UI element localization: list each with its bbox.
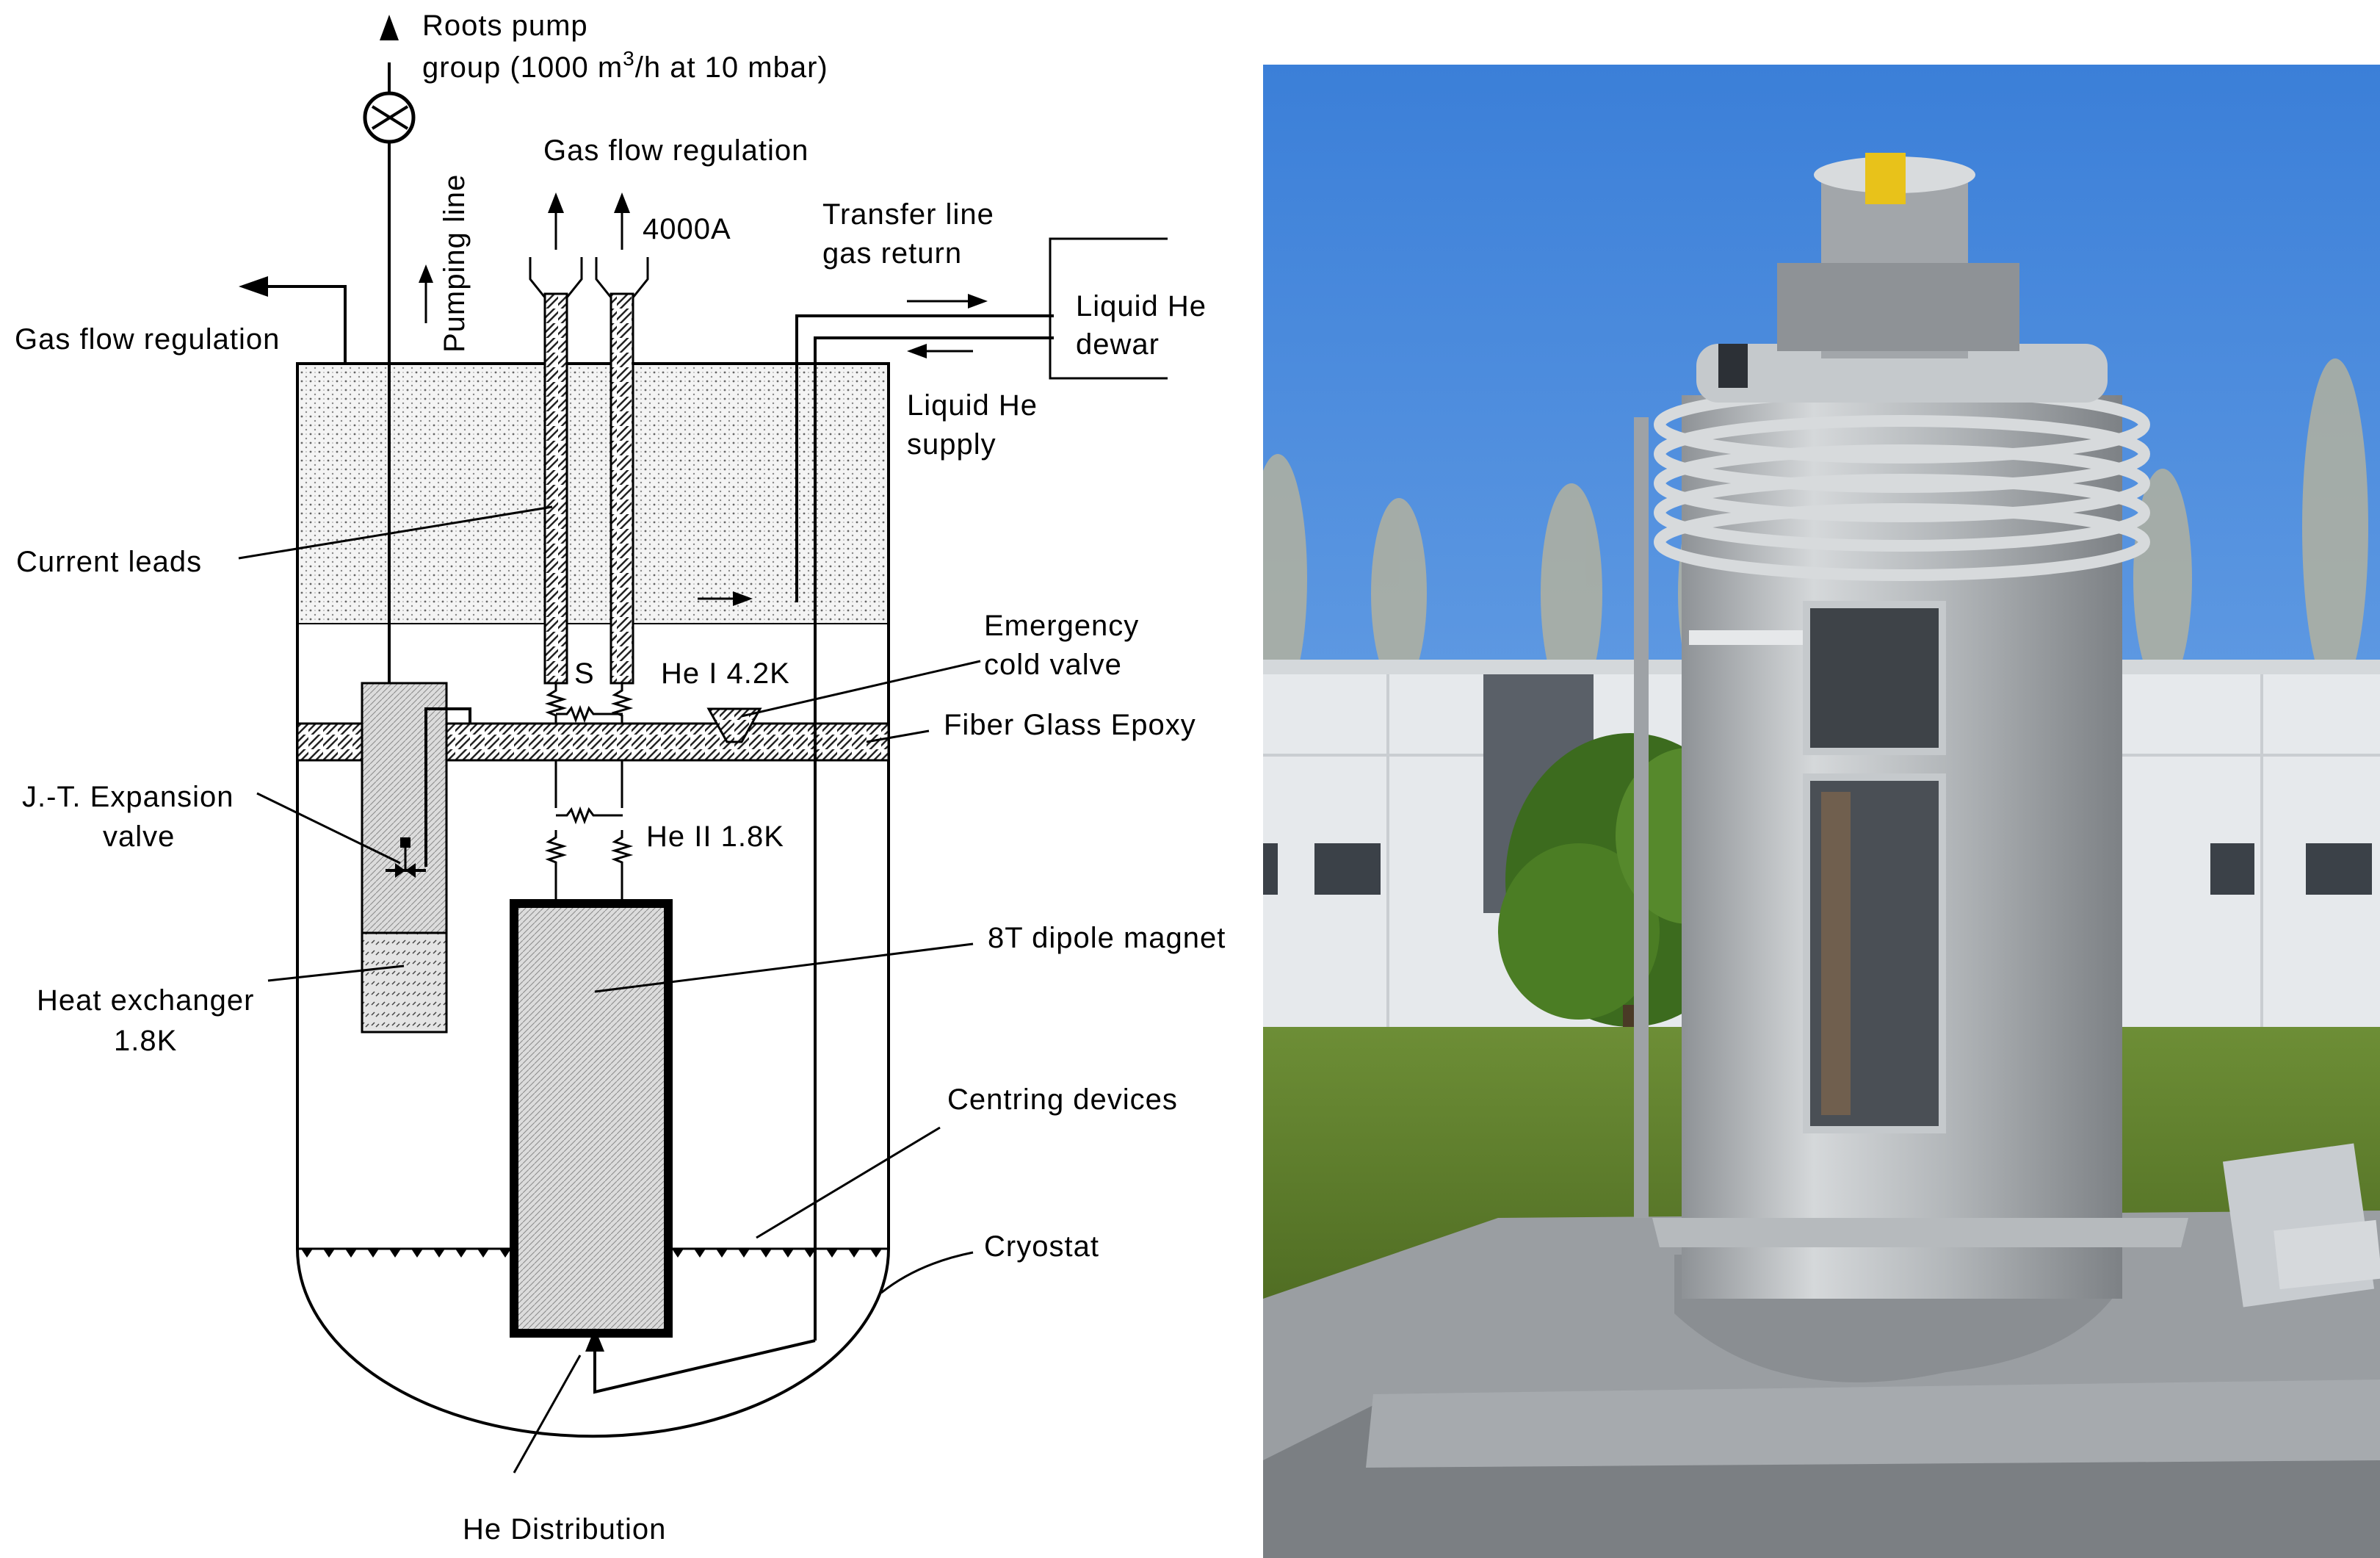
label-transfer-line-1: Transfer line xyxy=(822,198,994,231)
label-supply-2: supply xyxy=(907,428,997,461)
info-sign xyxy=(2274,1219,2380,1290)
emergency-cold-valve xyxy=(706,707,762,743)
cryostat-cylinder xyxy=(1634,153,2188,1382)
label-cryostat: Cryostat xyxy=(984,1230,1099,1263)
label-fiber-glass: Fiber Glass Epoxy xyxy=(944,709,1196,741)
leader-lines xyxy=(238,505,981,1474)
label-gas-flow-left: Gas flow regulation xyxy=(15,323,280,356)
gas-flow-outlet-left xyxy=(239,276,347,364)
label-he1: He I 4.2K xyxy=(661,657,790,690)
label-emergency-1: Emergency xyxy=(984,610,1139,642)
label-magnet: 8T dipole magnet xyxy=(988,922,1226,954)
label-hx-2: 1.8K xyxy=(114,1025,177,1057)
label-dewar-2: dewar xyxy=(1076,328,1160,361)
cryostat-schematic: Roots pump group (1000 m3/h at 10 mbar) … xyxy=(15,10,1226,1546)
label-supply-1: Liquid He xyxy=(907,389,1038,422)
diagram-labels: Roots pump group (1000 m3/h at 10 mbar) … xyxy=(15,10,1226,1546)
label-jt-1: J.-T. Expansion xyxy=(22,781,234,813)
heat-exchanger-column xyxy=(361,682,471,1034)
pumping-line xyxy=(363,15,433,683)
label-roots-pump-1: Roots pump xyxy=(422,10,588,42)
transfer-line xyxy=(585,294,1054,1394)
label-roots-pump-2: group (1000 m3/h at 10 mbar) xyxy=(422,47,828,84)
current-leads xyxy=(529,192,649,921)
label-s: S xyxy=(574,657,595,690)
liquid-he-dewar xyxy=(1049,237,1168,380)
label-transfer-line-2: gas return xyxy=(822,237,962,270)
label-jt-2: valve xyxy=(103,821,175,853)
cryostat-photo xyxy=(1263,65,2380,1558)
dipole-magnet xyxy=(510,899,673,1338)
label-dewar-1: Liquid He xyxy=(1076,290,1207,322)
label-gas-flow-top: Gas flow regulation xyxy=(543,134,809,167)
label-4000a: 4000A xyxy=(643,213,731,245)
label-current-leads: Current leads xyxy=(16,546,202,578)
label-he-distribution: He Distribution xyxy=(463,1513,666,1546)
label-centring: Centring devices xyxy=(947,1083,1178,1116)
label-hx-1: Heat exchanger xyxy=(37,984,254,1017)
label-pumping-line: Pumping line xyxy=(438,174,471,353)
label-emergency-2: cold valve xyxy=(984,649,1122,681)
label-he2: He II 1.8K xyxy=(646,821,784,853)
